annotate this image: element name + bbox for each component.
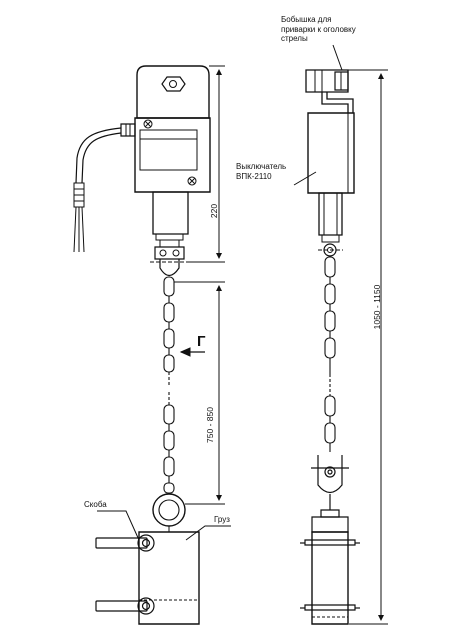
cable [76, 128, 121, 183]
boss-bracket [322, 92, 348, 113]
leader-line [186, 526, 231, 540]
switch-label: Выключатель ВПК-2110 [236, 162, 286, 181]
dimension-1050-1150 [348, 70, 388, 624]
side-view [294, 45, 388, 624]
boss-label-line2: приварки к оголовку [281, 24, 356, 34]
housing-screw [144, 120, 152, 128]
weight-label: Груз [214, 515, 230, 524]
switch-label-line2: ВПК-2110 [236, 171, 272, 181]
chain-side [325, 257, 335, 452]
leader-line [333, 45, 342, 70]
leader-line [97, 511, 139, 540]
weight-eye [153, 494, 185, 526]
dimension-220-label: 220 [209, 203, 219, 219]
view-arrow-icon [181, 348, 205, 356]
weight-block [139, 532, 199, 624]
dimension-750-850-label: 750 - 850 [205, 407, 215, 443]
switch-housing [135, 118, 210, 192]
chain-lower [164, 392, 174, 493]
leader-line [294, 172, 316, 185]
weight-hanger [312, 517, 348, 532]
boss [306, 70, 348, 92]
view-letter: Г [197, 333, 206, 350]
bracket-side [300, 540, 360, 610]
dimension-220 [189, 66, 225, 262]
lug-hex-nut [162, 77, 185, 91]
dimension-1050-1150-label: 1050 - 1150 [372, 284, 382, 330]
switch-stem [153, 192, 188, 234]
switch-stem-side [319, 193, 342, 235]
cable-gland [121, 124, 135, 136]
switch-label-line1: Выключатель [236, 162, 287, 171]
bracket [96, 598, 154, 614]
bracket-label: Скоба [84, 500, 107, 509]
chain-upper [164, 277, 174, 386]
switch-housing-side [308, 113, 354, 193]
boss-label-line3: стрелы [281, 34, 308, 43]
dimension-750-850 [174, 282, 225, 504]
boss-label: Бобышка для приварки к оголовку стрелы [281, 15, 356, 44]
front-view [74, 66, 225, 624]
lower-shackle [311, 455, 349, 517]
shackle [155, 247, 184, 259]
bracket [96, 535, 154, 551]
mounting-lug [137, 66, 209, 118]
weight-block-side [312, 532, 348, 624]
boss-label-line1: Бобышка для [281, 15, 332, 24]
housing-screw [188, 177, 196, 185]
